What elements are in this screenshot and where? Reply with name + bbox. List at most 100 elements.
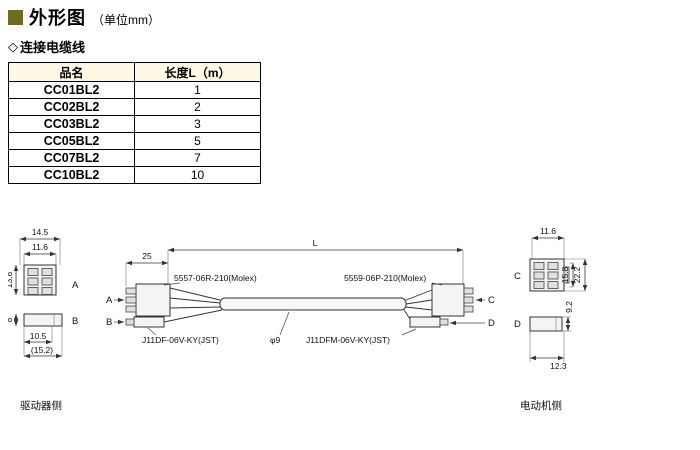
driver-side-detail: 14.5 11.6 13.8 A [4, 227, 79, 359]
connector-cap [125, 318, 135, 326]
dim-lead: 25 [142, 251, 152, 261]
dim-right-height-inner: 15.8 [560, 266, 570, 283]
dim-left-width-outer: 14.5 [32, 227, 49, 237]
dim-b-height: 8 [8, 317, 14, 322]
pin [27, 277, 39, 286]
cable-end-b-label: B [106, 317, 112, 328]
table-header-row: 品名 长度L（m） [8, 62, 261, 82]
title-marker-square [8, 9, 23, 25]
product-name-cell: CC05BL2 [8, 132, 135, 150]
length-cell: 3 [134, 115, 261, 133]
pin [547, 262, 559, 270]
table-row: CC10BL2 10 [8, 166, 261, 184]
dim-b-width: 10.5 [30, 331, 47, 341]
dim-left-height: 13.8 [8, 271, 14, 288]
connector-a-label: A [72, 280, 79, 291]
dim-d-width: 12.3 [550, 361, 567, 371]
pin [125, 287, 137, 295]
latch [563, 266, 570, 284]
cable-end-d-label: D [488, 318, 495, 329]
cable-end-c-label: C [488, 295, 495, 306]
motor-side-detail: 11.6 15.8 22.2 C [514, 226, 588, 371]
dim-right-width: 11.6 [540, 226, 556, 236]
motor-side-caption: 电动机侧 [520, 399, 562, 412]
jst-left-label: J11DF-06V-KY(JST) [142, 335, 219, 345]
table-row: CC07BL2 7 [8, 149, 261, 167]
leader-line [431, 282, 443, 286]
product-name-cell: CC07BL2 [8, 149, 135, 167]
wire [405, 306, 433, 311]
pin [463, 296, 474, 304]
connector-d-label: D [514, 319, 521, 330]
connector-b-label: B [72, 316, 78, 327]
table-header-name: 品名 [8, 62, 135, 82]
connector-c-label: C [514, 271, 521, 282]
table-row: CC03BL2 3 [8, 115, 261, 133]
outline-drawing: 14.5 11.6 13.8 A [4, 222, 692, 442]
pin [547, 281, 559, 289]
unit-note: （单位mm） [92, 12, 160, 27]
wire [405, 289, 433, 301]
leader-line [279, 311, 290, 336]
connector-d-side [529, 316, 563, 332]
table-row: CC02BL2 2 [8, 98, 261, 116]
pin [27, 287, 39, 295]
dim-d-height: 9.2 [564, 301, 574, 313]
cable-body [219, 297, 407, 311]
pin [533, 262, 545, 270]
pin [547, 271, 559, 280]
dim-b-width-total: (15.2) [31, 345, 53, 355]
pin [41, 268, 53, 276]
diamond-icon: ◇ [8, 38, 18, 54]
length-cell: 7 [134, 149, 261, 167]
pin [463, 305, 474, 313]
pin [41, 287, 53, 295]
pin [533, 281, 545, 289]
cable-connector-a-body [135, 283, 171, 317]
table-header-length: 长度L（m） [134, 62, 261, 82]
page-title: 外形图 [29, 8, 86, 28]
product-name-cell: CC02BL2 [8, 98, 135, 116]
molex-right-label: 5559-06P-210(Molex) [344, 273, 426, 283]
table-row: CC01BL2 1 [8, 81, 261, 99]
table-row: CC05BL2 5 [8, 132, 261, 150]
connector-cap [439, 318, 449, 326]
cable-connector-c-body [431, 283, 465, 317]
cable-assembly: L 25 5557-06R-210(Molex) 5559-06P-210(Mo… [106, 238, 495, 345]
cable-diameter-label: φ9 [270, 335, 281, 345]
page-header: 外形图 （单位mm） [8, 6, 692, 28]
length-cell: 10 [134, 166, 261, 184]
pin [125, 305, 137, 313]
dim-left-width-inner: 11.6 [32, 242, 48, 252]
leader-line [147, 327, 157, 336]
connector-b-side [23, 313, 63, 327]
leader-line [163, 282, 181, 286]
wire [169, 297, 221, 304]
product-name-cell: CC01BL2 [8, 81, 135, 99]
section-title-text: 连接电缆线 [20, 40, 86, 55]
dim-right-height-outer: 22.2 [572, 266, 582, 283]
leader-line [401, 328, 417, 336]
length-cell: 5 [134, 132, 261, 150]
product-name-cell: CC03BL2 [8, 115, 135, 133]
pin [27, 268, 39, 276]
cable-end-a-label: A [106, 295, 113, 306]
cable-length-table: 品名 长度L（m） CC01BL2 1 CC02BL2 2 CC03BL2 3 … [8, 62, 261, 184]
wire [169, 306, 221, 309]
wire [163, 309, 223, 323]
wire [405, 299, 433, 305]
pin [463, 287, 474, 295]
pin [125, 296, 137, 304]
wire [169, 287, 221, 301]
molex-left-label: 5557-06R-210(Molex) [174, 273, 257, 283]
product-name-cell: CC10BL2 [8, 166, 135, 184]
length-cell: 1 [134, 81, 261, 99]
pin [41, 277, 53, 286]
cable-connector-d-body [409, 316, 441, 328]
jst-right-label: J11DFM-06V-KY(JST) [306, 335, 390, 345]
cable-connector-b-body [133, 316, 165, 328]
cable-outline-svg: 14.5 11.6 13.8 A [4, 226, 588, 412]
driver-side-caption: 驱动器侧 [20, 399, 62, 412]
dim-total-length: L [313, 238, 318, 248]
